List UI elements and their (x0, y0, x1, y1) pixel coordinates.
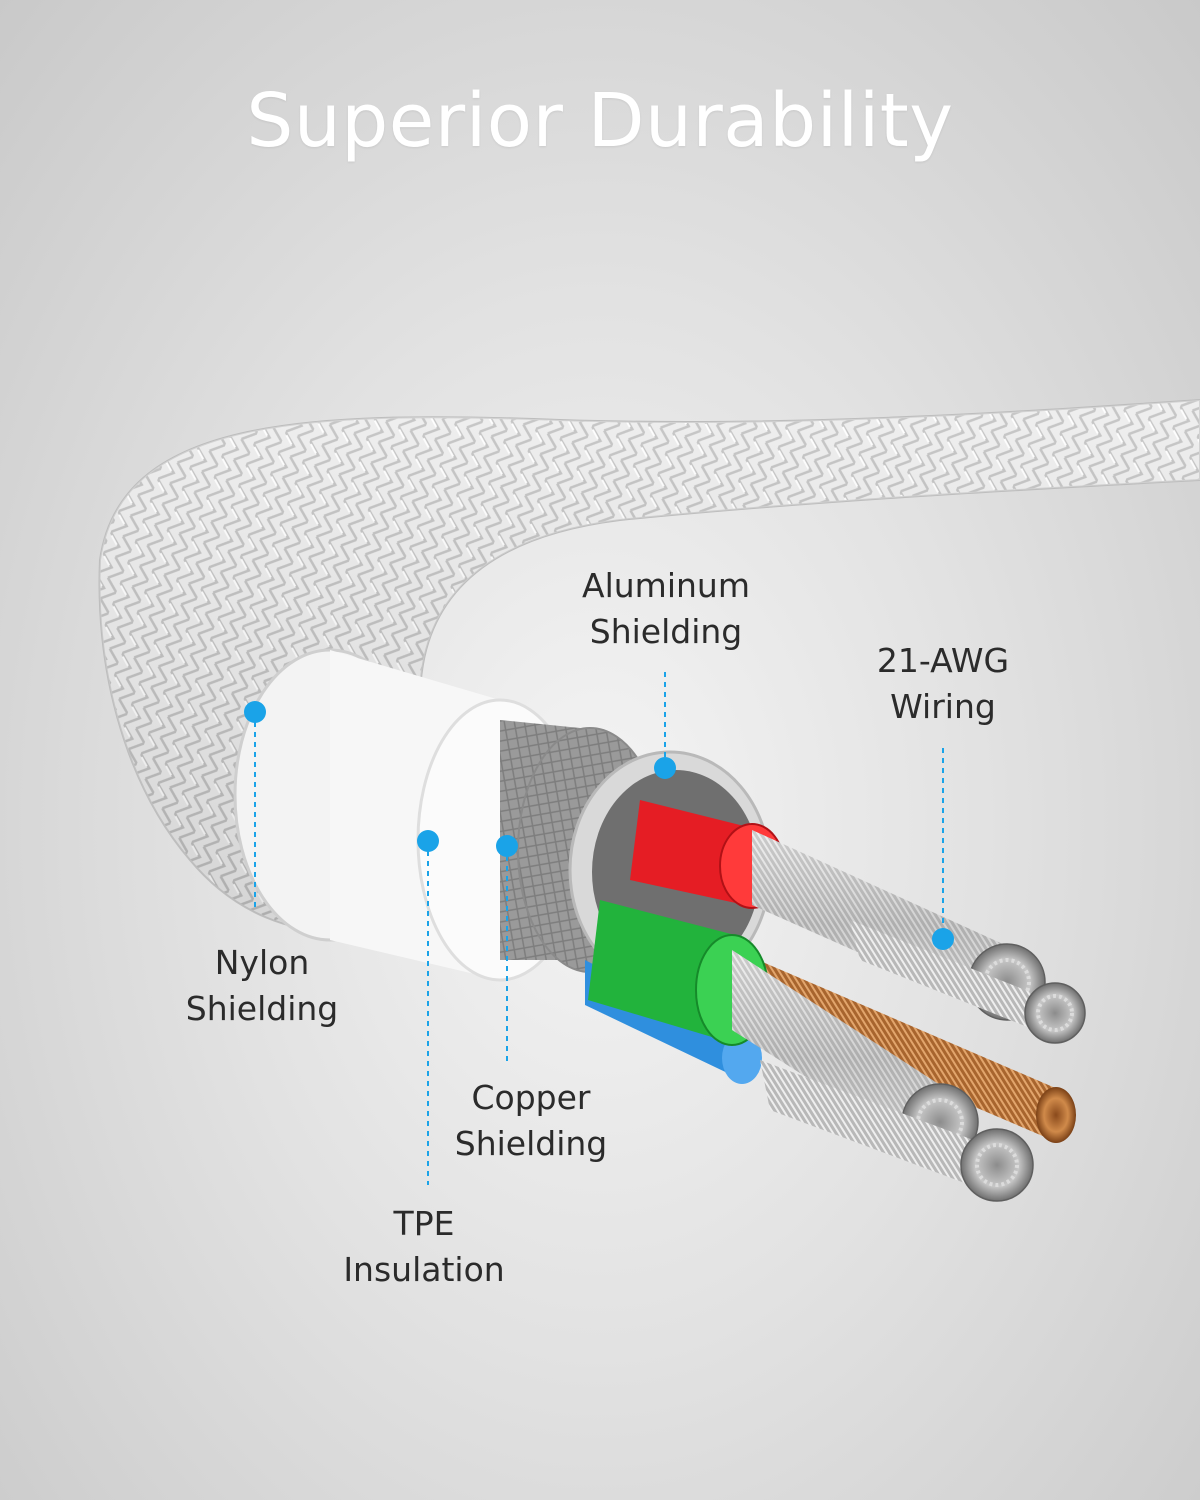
nylon-label-line1: Nylon (214, 943, 310, 982)
awg-label-line2: Wiring (890, 687, 996, 726)
nylon-shielding-label: Nylon Shielding (152, 940, 372, 1032)
tpe-insulation-label: TPE Insulation (314, 1201, 534, 1293)
awg-label-line1: 21-AWG (876, 641, 1010, 680)
tpe-marker-dot (417, 830, 439, 852)
nylon-label-line2: Shielding (185, 989, 339, 1028)
aluminum-shielding-label: Aluminum Shielding (556, 563, 776, 655)
awg-wiring-label: 21-AWG Wiring (835, 638, 1051, 730)
callout-markers (244, 672, 954, 1185)
aluminum-label-line2: Shielding (589, 612, 743, 651)
copper-marker-dot (496, 835, 518, 857)
aluminum-marker-dot (654, 757, 676, 779)
page-title: Superior Durability (246, 78, 954, 164)
copper-label-line2: Shielding (454, 1124, 608, 1163)
tpe-label-line2: Insulation (343, 1250, 505, 1289)
awg-marker-dot (932, 928, 954, 950)
wires (585, 800, 1086, 1202)
tpe-label-line1: TPE (393, 1204, 455, 1243)
aluminum-label-line1: Aluminum (582, 566, 750, 605)
copper-shielding-label: Copper Shielding (421, 1075, 641, 1167)
copper-label-line1: Copper (471, 1078, 591, 1117)
nylon-marker-dot (244, 701, 266, 723)
